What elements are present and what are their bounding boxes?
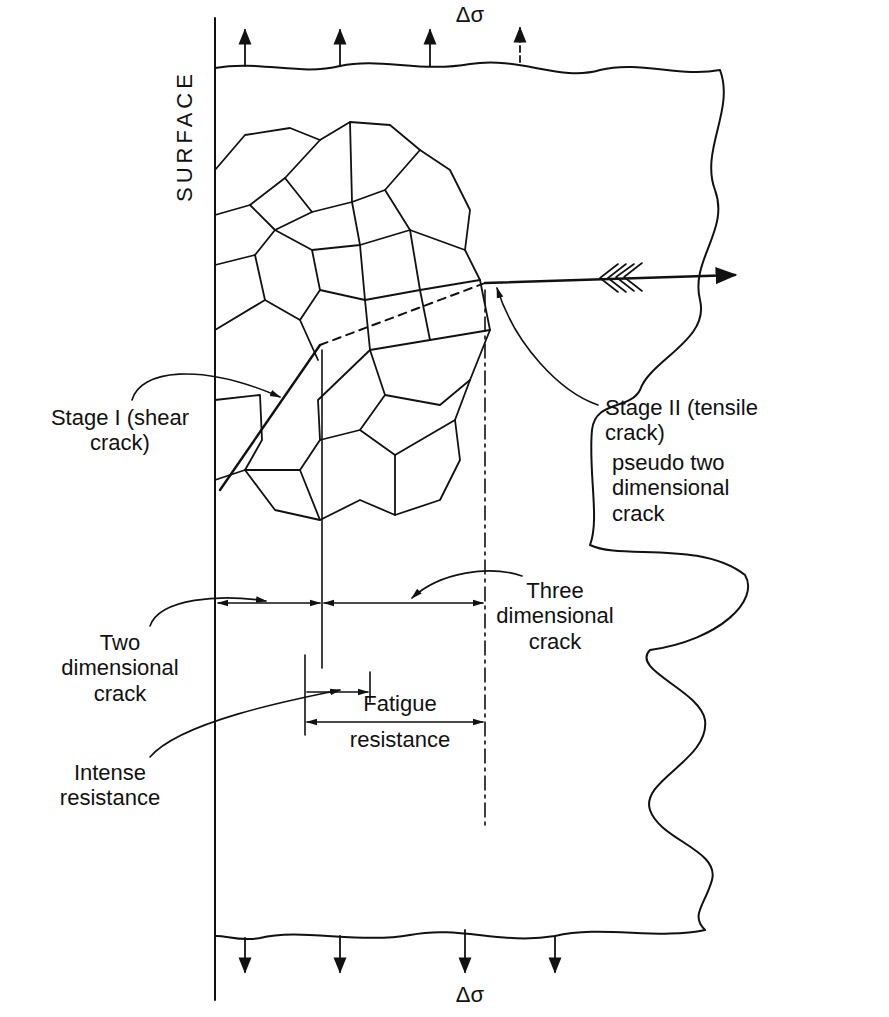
leader-lines: [132, 288, 598, 757]
stress-symbol: Δσ: [450, 982, 490, 1007]
resistance-label: Fatigue resistance: [340, 686, 460, 758]
stress-arrows: [245, 28, 555, 972]
crack-transition: [320, 283, 485, 345]
surface-label: SURFACE: [172, 70, 197, 202]
stage-label: Stage I (shear crack): [45, 405, 195, 456]
stress-symbol: Δσ: [450, 2, 490, 27]
resistance-label: Intense resistance: [45, 760, 175, 811]
grain-boundaries: [215, 122, 490, 520]
crack-note: pseudo two dimensional crack: [612, 450, 762, 526]
dimension-lines: [218, 290, 485, 830]
specimen-outline: [215, 62, 748, 939]
zone-label: Three dimensional crack: [490, 578, 620, 654]
stage-label: Stage II (tensile crack): [605, 395, 805, 446]
crack-chevrons: [600, 263, 642, 292]
zone-label: Two dimensional crack: [55, 630, 185, 706]
stage-one-crack: [220, 345, 320, 490]
surface-line: [214, 18, 216, 1000]
